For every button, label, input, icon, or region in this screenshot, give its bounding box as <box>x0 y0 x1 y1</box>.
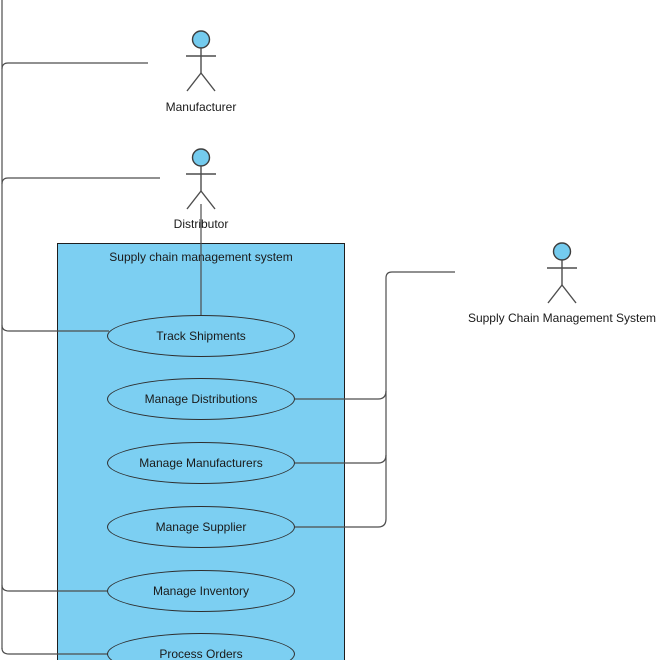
actor-supply-chain-management-system[interactable] <box>544 242 580 306</box>
actor-manufacturer[interactable] <box>183 30 219 94</box>
use-case-manage-manufacturers[interactable]: Manage Manufacturers <box>107 442 295 484</box>
use-case-label: Track Shipments <box>156 329 246 343</box>
actor-label-distributor: Distributor <box>173 217 229 231</box>
stick-figure-icon <box>186 30 216 92</box>
use-case-manage-distributions[interactable]: Manage Distributions <box>107 378 295 420</box>
use-case-label: Process Orders <box>159 647 243 660</box>
use-case-label: Manage Manufacturers <box>139 456 263 470</box>
use-case-manage-supplier[interactable]: Manage Supplier <box>107 506 295 548</box>
use-case-label: Manage Supplier <box>155 520 247 534</box>
system-boundary-title: Supply chain management system <box>109 250 293 264</box>
stick-figure-icon <box>186 148 216 210</box>
use-case-label: Manage Distributions <box>144 392 258 406</box>
use-case-manage-inventory[interactable]: Manage Inventory <box>107 570 295 612</box>
use-case-track-shipments[interactable]: Track Shipments <box>107 315 295 357</box>
actor-label-supply-chain-management-system: Supply Chain Management System <box>467 311 657 325</box>
actor-label-manufacturer: Manufacturer <box>165 100 237 114</box>
distributor-branch-line <box>1 177 160 185</box>
scms-rail-line <box>385 271 455 519</box>
actor-distributor[interactable] <box>183 148 219 212</box>
stick-figure-icon <box>547 242 577 304</box>
manufacturer-branch-line <box>1 62 148 70</box>
use-case-label: Manage Inventory <box>152 584 250 598</box>
